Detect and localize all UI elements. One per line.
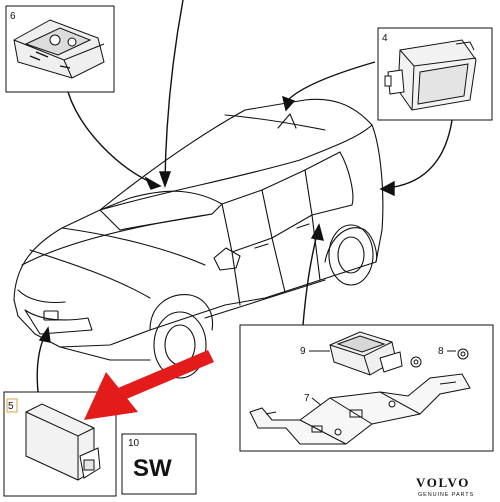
panel-items-7-8-9: 9 8 7: [239, 324, 494, 452]
panel-item-4: 4: [377, 27, 493, 121]
radar-sensor-part: [384, 39, 477, 111]
leader-arrowhead: [38, 326, 51, 343]
panel-frame: [121, 433, 197, 495]
callout-7: 7: [304, 393, 310, 404]
brand-tagline: GENUINE PARTS: [418, 492, 474, 498]
callout-5: 5: [8, 401, 14, 412]
callout-9: 9: [300, 346, 306, 357]
nut-part: [410, 348, 469, 368]
callout-10: 10: [128, 438, 140, 449]
software-symbol: SW: [133, 455, 172, 482]
control-module-part: [329, 331, 403, 376]
panel-item-10: 10 SW: [121, 433, 197, 495]
camera-module-part: [13, 19, 105, 79]
leader-arrowhead: [144, 176, 162, 190]
callout-4: 4: [382, 33, 388, 44]
panel-item-5: 5: [3, 391, 117, 497]
bracket-part: [249, 373, 471, 445]
callout-6: 6: [10, 11, 16, 22]
panel-item-6: 6: [5, 5, 115, 93]
sensor-unit-part: [25, 403, 101, 481]
highlight-arrow: [84, 350, 214, 420]
leader-arrowhead: [282, 95, 296, 112]
leader-arrowhead: [310, 223, 324, 241]
brand-name: VOLVO: [416, 475, 470, 490]
leader-arrowhead: [379, 180, 395, 197]
leader-lines: [36, 0, 453, 393]
arrow-shaft: [118, 350, 214, 400]
callout-8: 8: [438, 346, 444, 357]
arrow-head: [84, 372, 138, 420]
leader-arrowhead: [159, 171, 171, 189]
callout-5-box: [6, 398, 18, 413]
volvo-logo: VOLVO GENUINE PARTS: [416, 475, 474, 498]
